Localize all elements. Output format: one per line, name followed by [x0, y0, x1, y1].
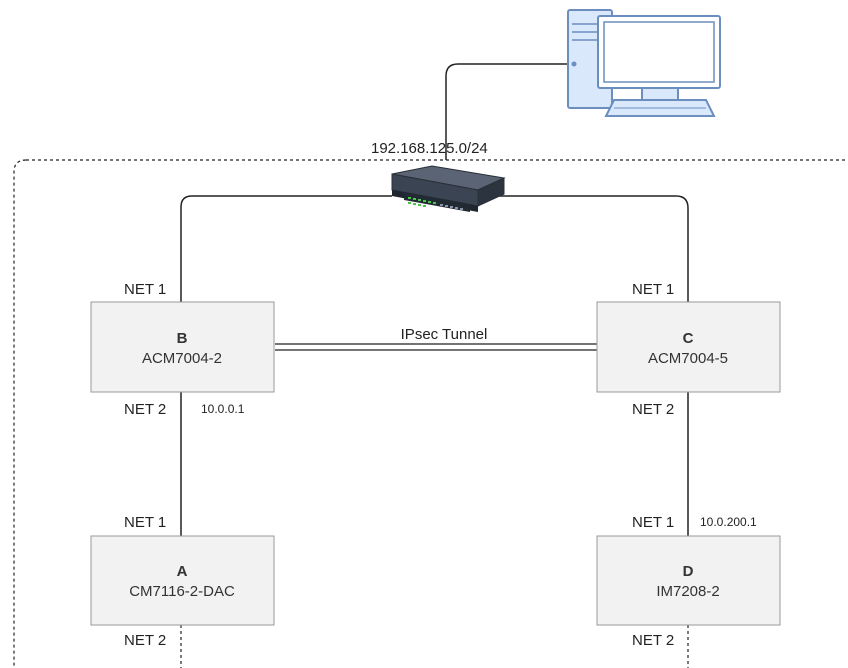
tunnel-label: IPsec Tunnel: [401, 326, 488, 343]
link-switch-c: [492, 195, 689, 302]
port-label-d-net1: NET 1: [632, 514, 674, 531]
device-b-id: B: [177, 330, 188, 347]
computer-uplink: [445, 63, 568, 160]
port-label-d-net2: NET 2: [632, 632, 674, 649]
port-label-a-net2: NET 2: [124, 632, 166, 649]
device-c-box[interactable]: [596, 301, 781, 393]
device-a-box[interactable]: [90, 535, 275, 626]
link-switch-b: [180, 195, 392, 302]
ipsec-tunnel: [275, 343, 597, 351]
port-label-c-net1: NET 1: [632, 281, 674, 298]
device-d-box[interactable]: [596, 535, 781, 626]
device-d-id: D: [683, 563, 694, 580]
device-a-id: A: [177, 563, 188, 580]
port-label-b-net2: NET 2: [124, 401, 166, 418]
device-c-model: ACM7004-5: [648, 350, 728, 367]
device-d-model: IM7208-2: [656, 583, 719, 600]
ip-address-b: 10.0.0.1: [201, 402, 245, 416]
device-b-model: ACM7004-2: [142, 350, 222, 367]
subnet-label: 192.168.125.0/24: [371, 140, 488, 157]
port-label-a-net1: NET 1: [124, 514, 166, 531]
device-a-model: CM7116-2-DAC: [129, 583, 235, 600]
ip-address-d: 10.0.200.1: [700, 515, 757, 529]
desktop-computer-icon[interactable]: [567, 9, 721, 117]
network-boundary: [13, 159, 848, 668]
port-label-b-net1: NET 1: [124, 281, 166, 298]
port-label-c-net2: NET 2: [632, 401, 674, 418]
network-switch-icon[interactable]: [391, 165, 506, 212]
device-b-box[interactable]: [90, 301, 275, 393]
device-c-id: C: [683, 330, 694, 347]
